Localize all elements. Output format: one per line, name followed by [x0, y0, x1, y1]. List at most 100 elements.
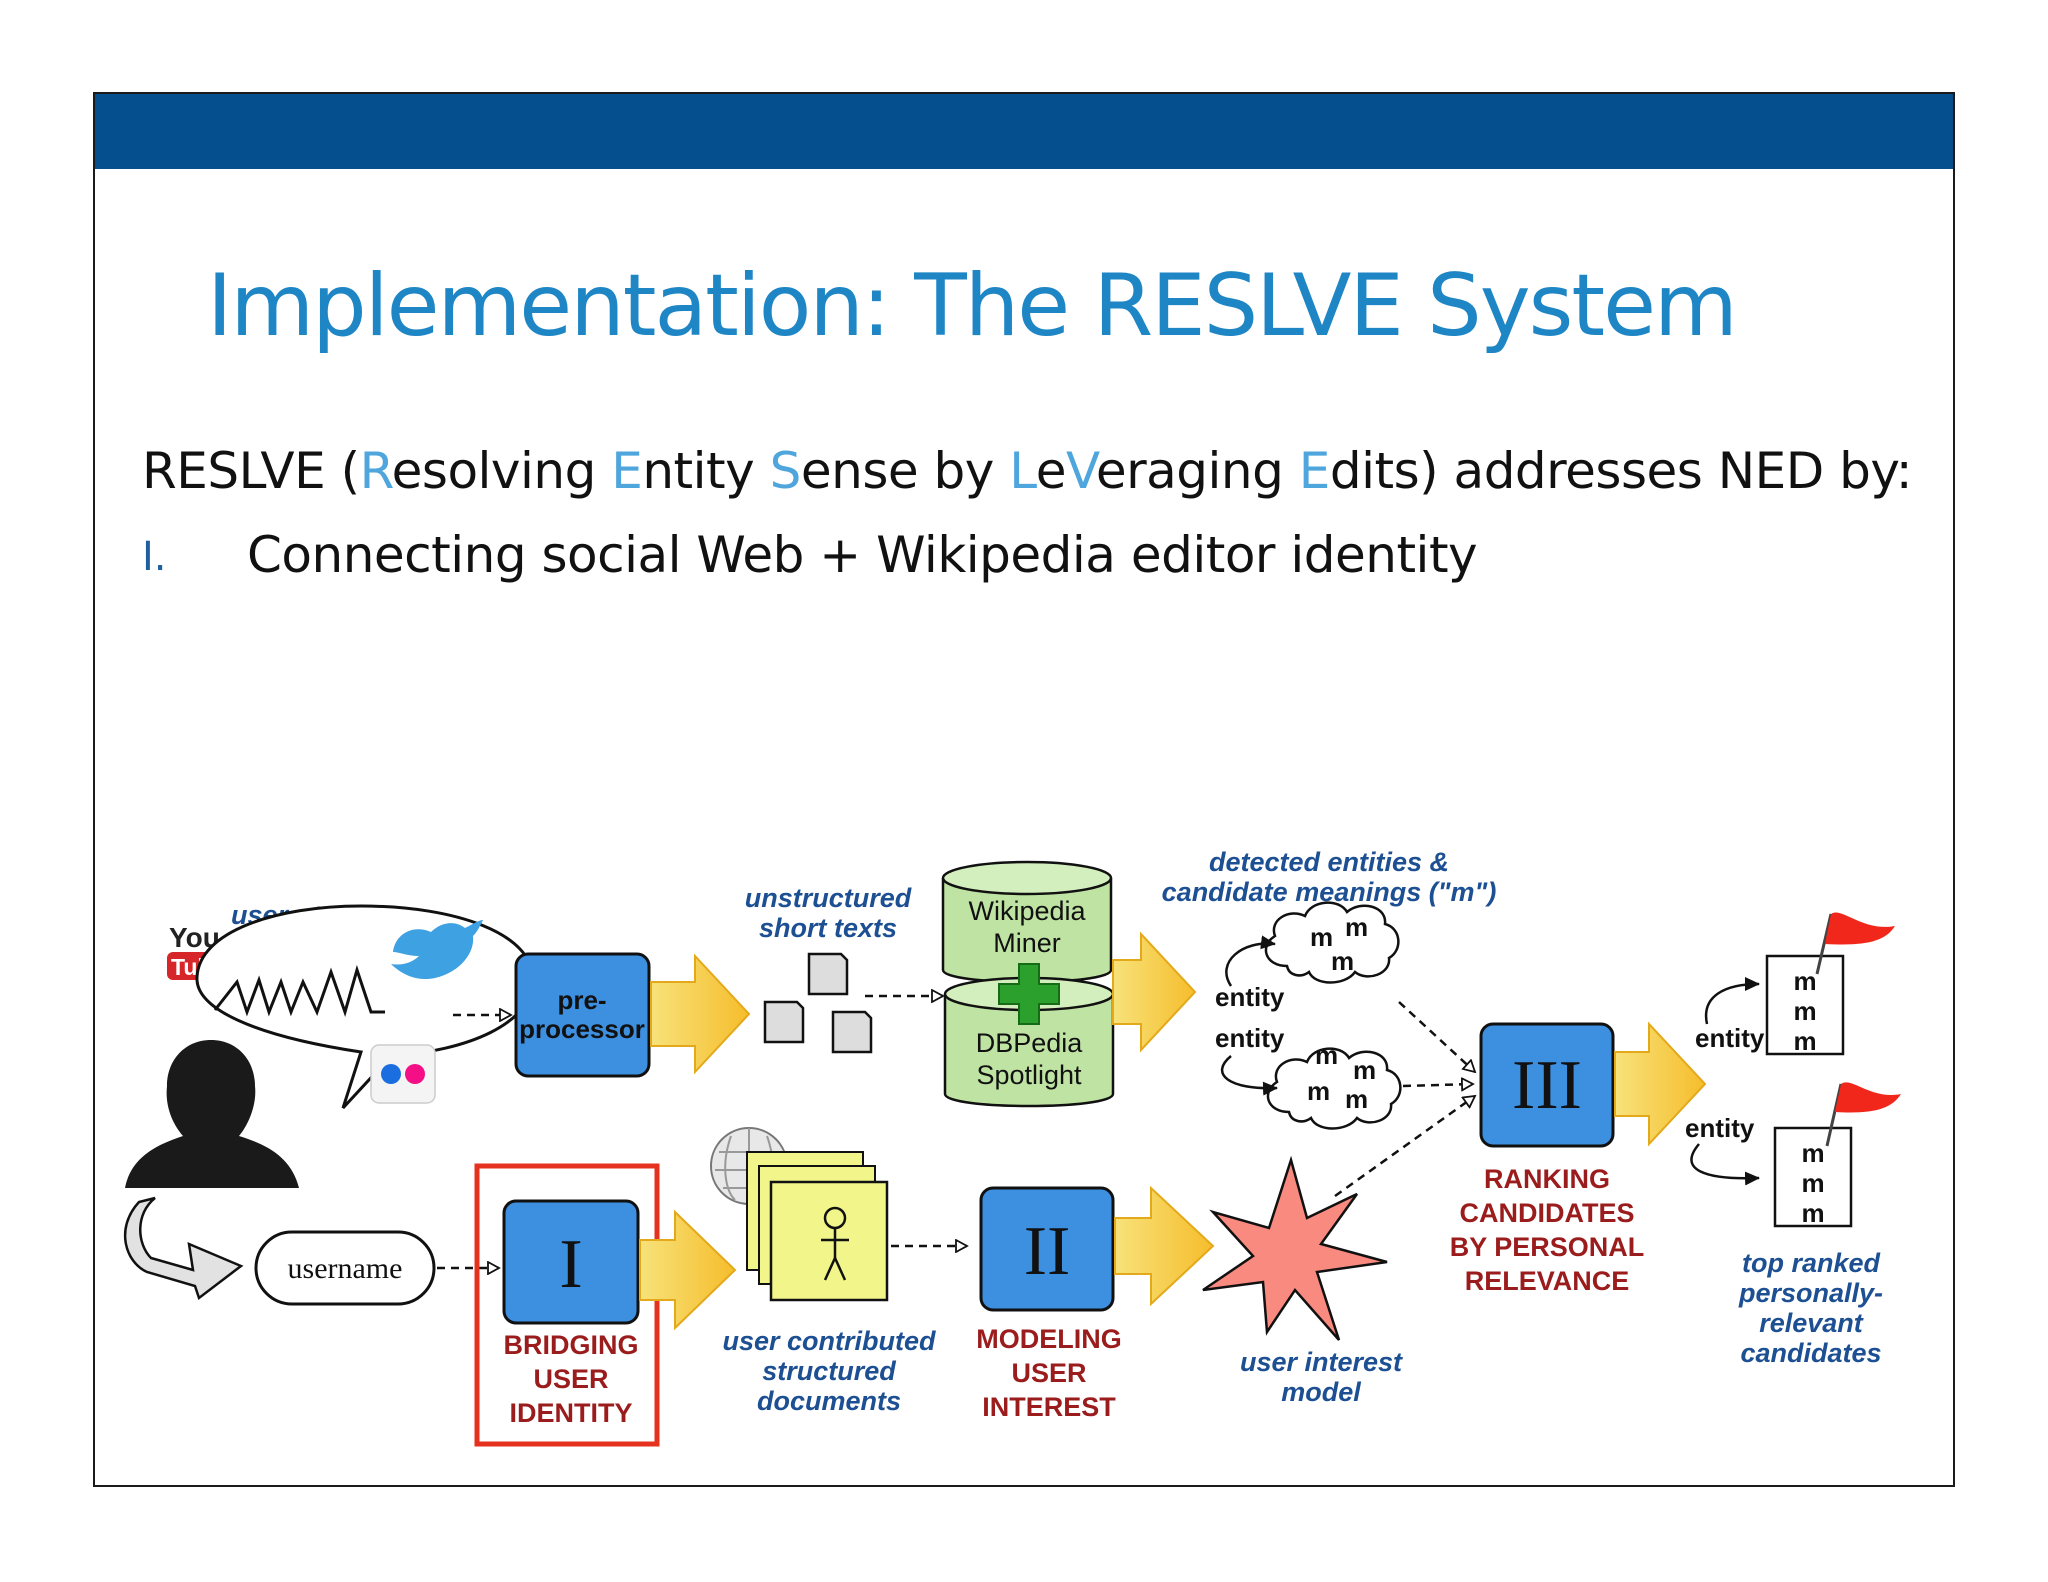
flow-arrow-4: [639, 1209, 737, 1331]
cloud-to-ranking-arrow-1: [1398, 1001, 1475, 1072]
cloud-top-m-2: m: [1345, 912, 1368, 942]
modeling-label-3: INTEREST: [982, 1392, 1116, 1422]
cloud-to-ranking-arrow-2: [1402, 1084, 1473, 1086]
preprocessor-box: pre- processor: [514, 952, 651, 1078]
cloud-bottom-m-1: m: [1315, 1040, 1338, 1070]
top-ranked-label-2: personally-: [1738, 1278, 1883, 1308]
user-interest-label-2: model: [1281, 1377, 1361, 1407]
ranking-label-3: BY PERSONAL: [1450, 1232, 1645, 1262]
wikipedia-miner-label-1: Wikipedia: [968, 896, 1086, 926]
bullet-marker: I.: [142, 534, 167, 580]
unstructured-label-2: short texts: [759, 913, 897, 943]
unstructured-label-1: unstructured: [745, 883, 912, 913]
user-contributed-label-3: documents: [757, 1386, 901, 1416]
modeling-label-1: MODELING: [976, 1324, 1122, 1354]
top-ranked-label-1: top ranked: [1742, 1248, 1881, 1278]
slide-title: Implementation: The RESLVE System: [207, 256, 1738, 356]
wikipedia-miner-label-2: Miner: [993, 928, 1061, 958]
cloud-bottom-m-4: m: [1345, 1084, 1368, 1114]
dbpedia-label-2: Spotlight: [976, 1060, 1082, 1090]
modeling-label-2: USER: [1011, 1358, 1086, 1388]
red-flag-icon-bottom: [1825, 1082, 1901, 1147]
intro-hl-s: S: [769, 442, 802, 500]
ranking-label-1: RANKING: [1484, 1164, 1610, 1194]
preprocessor-label-2: processor: [519, 1014, 645, 1044]
user-interest-model-star: [1202, 1155, 1388, 1341]
user-to-username-arrow: [123, 1196, 244, 1301]
stage-1-numeral: I: [559, 1226, 582, 1303]
entity-label-top: entity: [1215, 982, 1285, 1012]
top-ranked-label-4: candidates: [1740, 1338, 1881, 1368]
user-contributed-label-2: structured: [762, 1356, 896, 1386]
ranked-list-top: m m m: [1765, 954, 1845, 1056]
intro-hl-v: V: [1066, 442, 1096, 500]
cloud-top-m-3: m: [1331, 946, 1354, 976]
user-silhouette-icon: [125, 1040, 299, 1188]
cloud-bottom-m-2: m: [1353, 1055, 1376, 1085]
plus-icon: [998, 963, 1060, 1025]
intro-hl-l: L: [1009, 442, 1036, 500]
top-ranked-label-3: relevant: [1759, 1308, 1864, 1338]
reslve-pipeline-diagram: user utterances You Tube pre- proc: [123, 847, 1901, 1447]
output-bottom-arrow: [1690, 1143, 1760, 1186]
highlight-frame: [474, 1163, 660, 1447]
output-top-arrow: [1704, 977, 1760, 1025]
user-interest-label-1: user interest: [1240, 1347, 1403, 1377]
ranked-top-m-1: m: [1793, 966, 1816, 996]
twitter-bird-icon: [391, 920, 483, 980]
preprocessor-label-1: pre-: [557, 985, 606, 1015]
cloud-bottom-m-3: m: [1307, 1076, 1330, 1106]
entity-to-cloud-bottom-arrow: [1220, 1055, 1278, 1096]
ranking-label-2: CANDIDATES: [1460, 1198, 1635, 1228]
entity-label-bottom: entity: [1215, 1023, 1285, 1053]
user-contributed-label-1: user contributed: [722, 1326, 936, 1356]
stage-3-box: III: [1479, 1022, 1615, 1148]
ranked-bottom-m-2: m: [1801, 1168, 1824, 1198]
intro-prefix: RESLVE (: [142, 442, 360, 500]
stage-2-numeral: II: [1024, 1213, 1071, 1290]
flow-arrow-1: [650, 953, 751, 1075]
flow-arrow-5: [1114, 1185, 1215, 1307]
intro-hl-r: R: [359, 442, 393, 500]
wikipedia-miner-database: Wikipedia Miner: [941, 860, 1113, 984]
intro-rest-6: dits: [1329, 442, 1420, 500]
ranked-list-bottom: m m m: [1773, 1126, 1853, 1228]
intro-rest-4: e: [1035, 442, 1067, 500]
flow-arrow-2: [1112, 931, 1197, 1053]
candidate-cloud-bottom: m m m m: [1266, 1040, 1402, 1130]
ranked-top-m-3: m: [1793, 1026, 1816, 1056]
entity-to-cloud-top-arrow: [1225, 935, 1276, 987]
ranked-top-m-2: m: [1793, 996, 1816, 1026]
structured-documents-icon: [746, 1151, 889, 1302]
stage-2-box: II: [979, 1186, 1115, 1312]
cloud-top-m-1: m: [1310, 922, 1333, 952]
stage-3-numeral: III: [1512, 1047, 1582, 1124]
intro-rest-2: ntity: [642, 442, 770, 500]
bridging-label-2: USER: [533, 1364, 608, 1394]
flickr-icon: [370, 1044, 436, 1104]
bullet-text: Connecting social Web + Wikipedia editor…: [247, 526, 1478, 584]
bridging-label-1: BRIDGING: [504, 1330, 639, 1360]
intro-suffix: ) addresses NED by:: [1419, 442, 1913, 500]
intro-hl-e2: E: [1298, 442, 1331, 500]
output-entity-label-top: entity: [1695, 1023, 1765, 1053]
stage-1-box: I: [502, 1199, 640, 1325]
header-bar: [95, 94, 1953, 169]
output-entity-label-bottom: entity: [1685, 1113, 1755, 1143]
short-text-documents-icon: [763, 952, 873, 1054]
ranked-bottom-m-1: m: [1801, 1138, 1824, 1168]
utterance-scribble: [213, 964, 385, 1017]
red-flag-icon-top: [1815, 912, 1895, 975]
dbpedia-label-1: DBPedia: [976, 1028, 1084, 1058]
interest-to-ranking-arrow: [1334, 1096, 1475, 1198]
intro-hl-e: E: [611, 442, 643, 500]
username-box: username: [254, 1230, 436, 1306]
intro-rest-1: esolving: [391, 442, 612, 500]
username-label: username: [288, 1252, 403, 1285]
intro-line: RESLVE (Resolving Entity Sense by LeVera…: [142, 442, 1913, 500]
intro-rest-3: ense by: [800, 442, 1010, 500]
flow-arrow-3: [1614, 1021, 1707, 1147]
bridging-label-3: IDENTITY: [509, 1398, 632, 1428]
intro-rest-5: eraging: [1095, 442, 1299, 500]
ranked-bottom-m-3: m: [1801, 1198, 1824, 1228]
